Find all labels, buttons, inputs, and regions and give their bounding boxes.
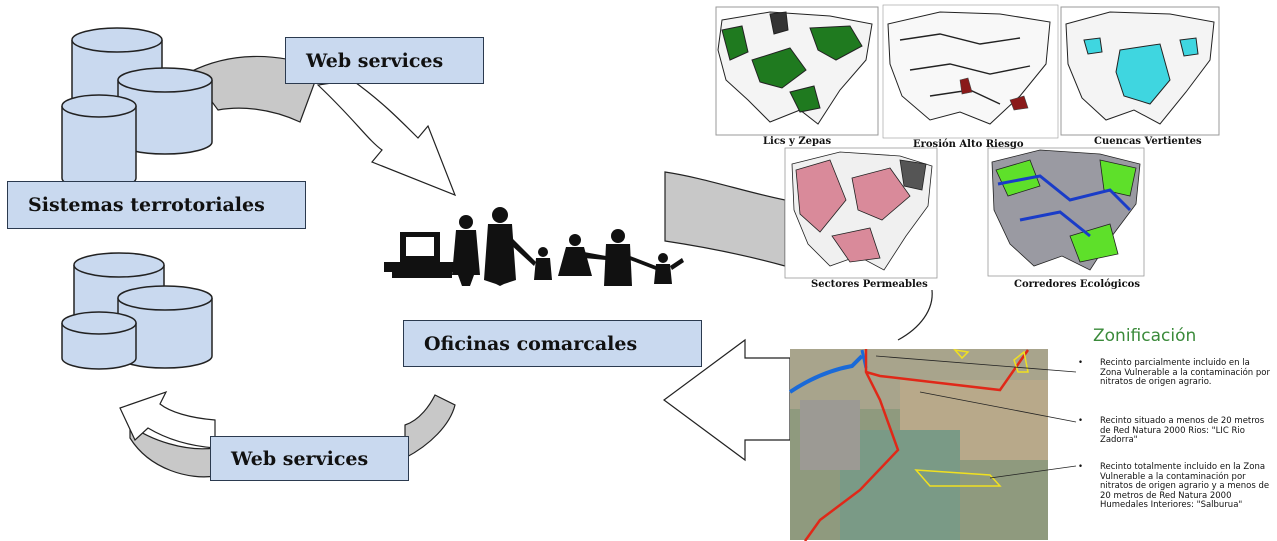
sistemas-territoriales-box: Sistemas terrotoriales xyxy=(7,181,306,229)
legend-text: Recinto totalmente incluido en la Zona V… xyxy=(1100,462,1270,511)
legend-item: • Recinto situado a menos de 20 metros d… xyxy=(1078,416,1274,446)
database-icon-bottom xyxy=(61,252,213,370)
map-corredores xyxy=(987,147,1145,277)
legend-item: • Recinto totalmente incluido en la Zona… xyxy=(1078,462,1274,511)
map-caption-lics: Lics y Zepas xyxy=(763,136,832,147)
connector-line xyxy=(897,289,933,341)
arrow-top-to-users xyxy=(316,79,457,197)
map-cuencas xyxy=(1060,6,1220,136)
web-services-top-box: Web services xyxy=(285,37,484,84)
bullet-icon: • xyxy=(1078,462,1084,472)
map-caption-corredores: Corredores Ecológicos xyxy=(1014,279,1140,290)
web-services-bottom-box: Web services xyxy=(210,436,409,481)
arrow-to-sistemas xyxy=(119,390,216,449)
legend-text: Recinto parcialmente incluido en la Zona… xyxy=(1100,358,1270,388)
map-caption-cuencas: Cuencas Vertientes xyxy=(1094,136,1202,147)
map-lics-zepas xyxy=(715,6,879,136)
legend-item: • Recinto parcialmente incluido en la Zo… xyxy=(1078,358,1274,388)
map-caption-erosion: Erosión Alto Riesgo xyxy=(913,139,1024,150)
map-erosion xyxy=(882,4,1059,139)
aerial-photo xyxy=(788,348,1077,541)
map-sectores xyxy=(784,147,938,279)
legend-text: Recinto situado a menos de 20 metros de … xyxy=(1100,416,1265,446)
users-silhouette-icon xyxy=(384,207,684,286)
bullet-icon: • xyxy=(1078,358,1084,368)
curved-connector-right xyxy=(664,171,786,267)
bullet-icon: • xyxy=(1078,416,1084,426)
curved-connector-bottom-right xyxy=(404,394,456,459)
arrow-maps-to-oficinas xyxy=(662,338,791,462)
zonificacion-title: Zonificación xyxy=(1093,326,1197,346)
database-icon-top xyxy=(61,27,213,190)
map-caption-sectores: Sectores Permeables xyxy=(811,279,928,290)
oficinas-comarcales-box: Oficinas comarcales xyxy=(403,320,702,367)
